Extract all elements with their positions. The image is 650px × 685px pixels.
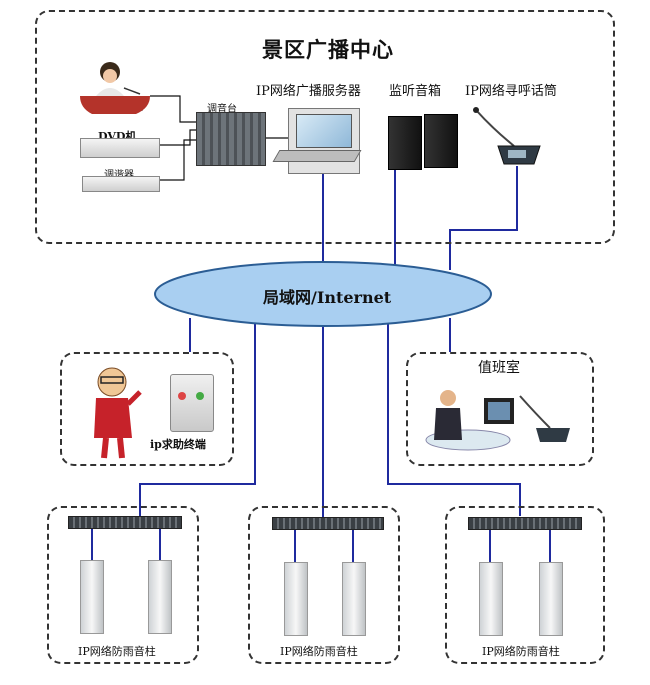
server-label: IP网络广播服务器	[256, 84, 361, 99]
mixer-label: 调音台	[207, 104, 237, 115]
tuner-device	[82, 176, 160, 192]
monitor-speaker-label: 监听音箱	[389, 84, 442, 99]
dvd-player	[80, 138, 160, 158]
network-label: 局域网/Internet	[263, 288, 392, 307]
column-box-1	[47, 506, 199, 664]
column-speaker	[148, 560, 172, 634]
help-button-green	[196, 392, 204, 400]
help-terminal-box	[60, 352, 234, 466]
column-speaker	[284, 562, 308, 636]
help-terminal-device	[170, 374, 214, 432]
link-paging	[449, 166, 518, 270]
server-screen	[296, 114, 352, 148]
column-box-2	[248, 506, 400, 664]
broadcast-center-box	[35, 10, 615, 244]
mixer-console	[196, 112, 266, 166]
network-switch-1	[68, 516, 182, 529]
paging-mic-label: IP网络寻呼话筒	[465, 84, 557, 99]
column-speaker	[342, 562, 366, 636]
column-speaker	[80, 560, 104, 634]
link-switch-3	[387, 322, 521, 516]
duty-room-label: 值班室	[478, 360, 520, 376]
column-label-2: IP网络防雨音柱	[280, 645, 358, 658]
network-switch-3	[468, 517, 582, 530]
monitor-speaker-left	[388, 116, 422, 170]
network-switch-2	[272, 517, 384, 530]
column-label-1: IP网络防雨音柱	[78, 645, 156, 658]
help-terminal-label: ip求助终端	[150, 438, 206, 451]
broadcast-center-title: 景区广播中心	[262, 37, 394, 62]
column-speaker	[479, 562, 503, 636]
tuner-label: 调谐器	[104, 166, 134, 181]
column-label-3: IP网络防雨音柱	[482, 645, 560, 658]
link-switch-1	[139, 322, 256, 516]
monitor-speaker-right	[424, 114, 458, 168]
duty-room-box	[406, 352, 594, 466]
column-speaker	[539, 562, 563, 636]
help-button-red	[178, 392, 186, 400]
column-box-3	[445, 506, 605, 664]
